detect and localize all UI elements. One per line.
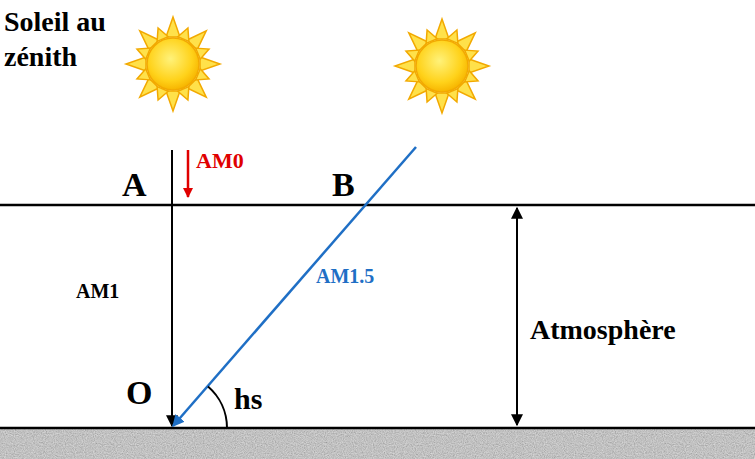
ground: [0, 429, 755, 459]
point-label: B: [332, 168, 355, 202]
point-label: O: [126, 376, 152, 410]
am1-ray: [171, 150, 173, 426]
am15-ray: [173, 147, 416, 426]
sun-caption: Soleil au zénith: [4, 4, 154, 74]
point-label: A: [122, 168, 147, 202]
elevation-angle-arc: [208, 387, 227, 429]
air-mass-label: AM1: [76, 281, 119, 301]
air-mass-label: AM0: [196, 150, 244, 172]
atmosphere-top-line: [0, 204, 755, 207]
am0-arrow: [187, 150, 190, 197]
ground-line: [0, 427, 755, 430]
angle-label: hs: [234, 384, 262, 414]
sun-zenith: [126, 17, 220, 111]
ground-texture: [0, 429, 755, 459]
air-mass-label: AM1.5: [316, 266, 374, 286]
region-label: Atmosphère: [530, 316, 676, 344]
sun-oblique: [395, 19, 489, 113]
ground-band: [0, 429, 755, 459]
atmosphere-thickness-arrow: [516, 208, 518, 425]
